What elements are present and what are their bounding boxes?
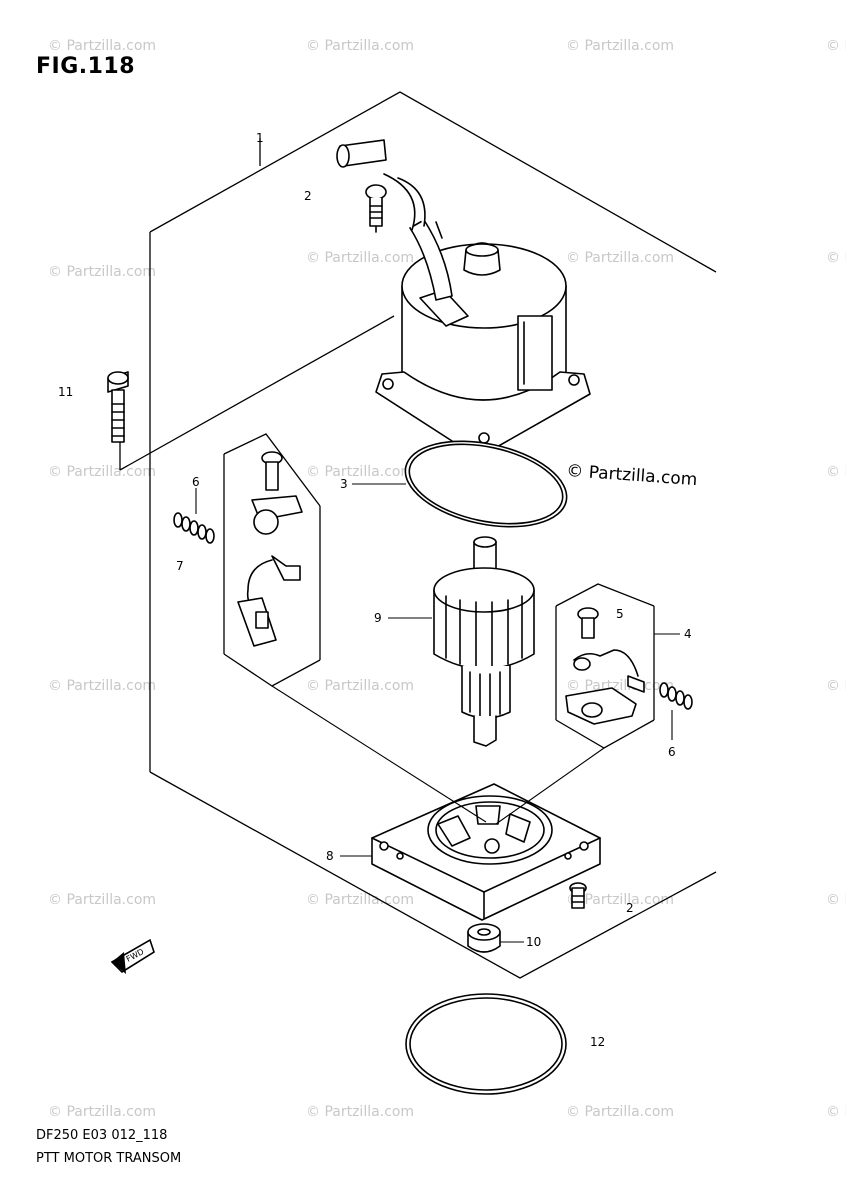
- callout-2-bottom: 2: [626, 901, 634, 915]
- bolt-11: [107, 371, 129, 443]
- assembly-boundary: [119, 91, 717, 979]
- watermark: © Partzilla.com: [826, 250, 846, 266]
- watermark: © Partzilla.com: [306, 38, 414, 54]
- callout-2-top: 2: [304, 189, 312, 203]
- watermark-layer: © Partzilla.com © Partzilla.com © Partzi…: [48, 38, 846, 1120]
- watermark: © Partzilla.com: [826, 678, 846, 694]
- diagram-name: PTT MOTOR TRANSOM: [36, 1151, 182, 1166]
- end-plate-8: [371, 783, 601, 921]
- spring-left: [173, 512, 215, 544]
- watermark: © Partzilla.com: [566, 892, 674, 908]
- callout-5: 5: [616, 607, 624, 621]
- callout-7: 7: [176, 559, 184, 573]
- watermark: © Partzilla.com: [48, 1104, 156, 1120]
- callouts: 1 2 3 4 5 6 6 7 8 9 10 11 12 2: [58, 131, 692, 1049]
- watermark: © Partzilla.com: [826, 892, 846, 908]
- copyright-label: © Partzilla.com: [566, 461, 698, 490]
- callout-6-right: 6: [668, 745, 676, 759]
- callout-3: 3: [340, 477, 348, 491]
- spring-right: [659, 682, 693, 710]
- watermark: © Partzilla.com: [566, 250, 674, 266]
- watermark: © Partzilla.com: [306, 1104, 414, 1120]
- figure-title: FIG.118: [36, 54, 136, 79]
- o-ring-3: [404, 440, 568, 528]
- brush-holder-left: [237, 451, 303, 647]
- watermark: © Partzilla.com: [826, 1104, 846, 1120]
- motor-housing: [336, 139, 591, 453]
- brush-holder-right-group: [555, 583, 655, 749]
- watermark: © Partzilla.com: [826, 38, 846, 54]
- front-arrow: FWD: [110, 938, 155, 974]
- watermark: © Partzilla.com: [48, 464, 156, 480]
- callout-4: 4: [684, 627, 692, 641]
- diagram-code: DF250 E03 012_118: [36, 1128, 168, 1143]
- brush-holder-right: [565, 607, 645, 725]
- callout-11: 11: [58, 385, 73, 399]
- watermark: © Partzilla.com: [48, 38, 156, 54]
- watermark: © Partzilla.com: [566, 38, 674, 54]
- watermark: © Partzilla.com: [306, 678, 414, 694]
- callout-10: 10: [526, 935, 541, 949]
- armature-9: [433, 536, 535, 747]
- watermark: © Partzilla.com: [826, 464, 846, 480]
- callout-1: 1: [256, 131, 264, 145]
- leader-lines: [195, 483, 680, 943]
- watermark: © Partzilla.com: [306, 464, 414, 480]
- watermark: © Partzilla.com: [48, 264, 156, 280]
- watermark: © Partzilla.com: [566, 1104, 674, 1120]
- callout-6-left: 6: [192, 475, 200, 489]
- svg-text:© Partzilla.com: © Partzilla.com: [566, 461, 698, 490]
- callout-9: 9: [374, 611, 382, 625]
- guide-lines: [271, 685, 605, 825]
- watermark: © Partzilla.com: [306, 892, 414, 908]
- bushing-10: [467, 923, 501, 953]
- o-ring-12: [405, 993, 567, 1095]
- watermark: © Partzilla.com: [306, 250, 414, 266]
- screw-top: [365, 184, 387, 233]
- watermark: © Partzilla.com: [48, 892, 156, 908]
- callout-8: 8: [326, 849, 334, 863]
- watermark: © Partzilla.com: [566, 678, 674, 694]
- screw-bottom: [569, 882, 587, 909]
- watermark: © Partzilla.com: [48, 678, 156, 694]
- callout-12: 12: [590, 1035, 605, 1049]
